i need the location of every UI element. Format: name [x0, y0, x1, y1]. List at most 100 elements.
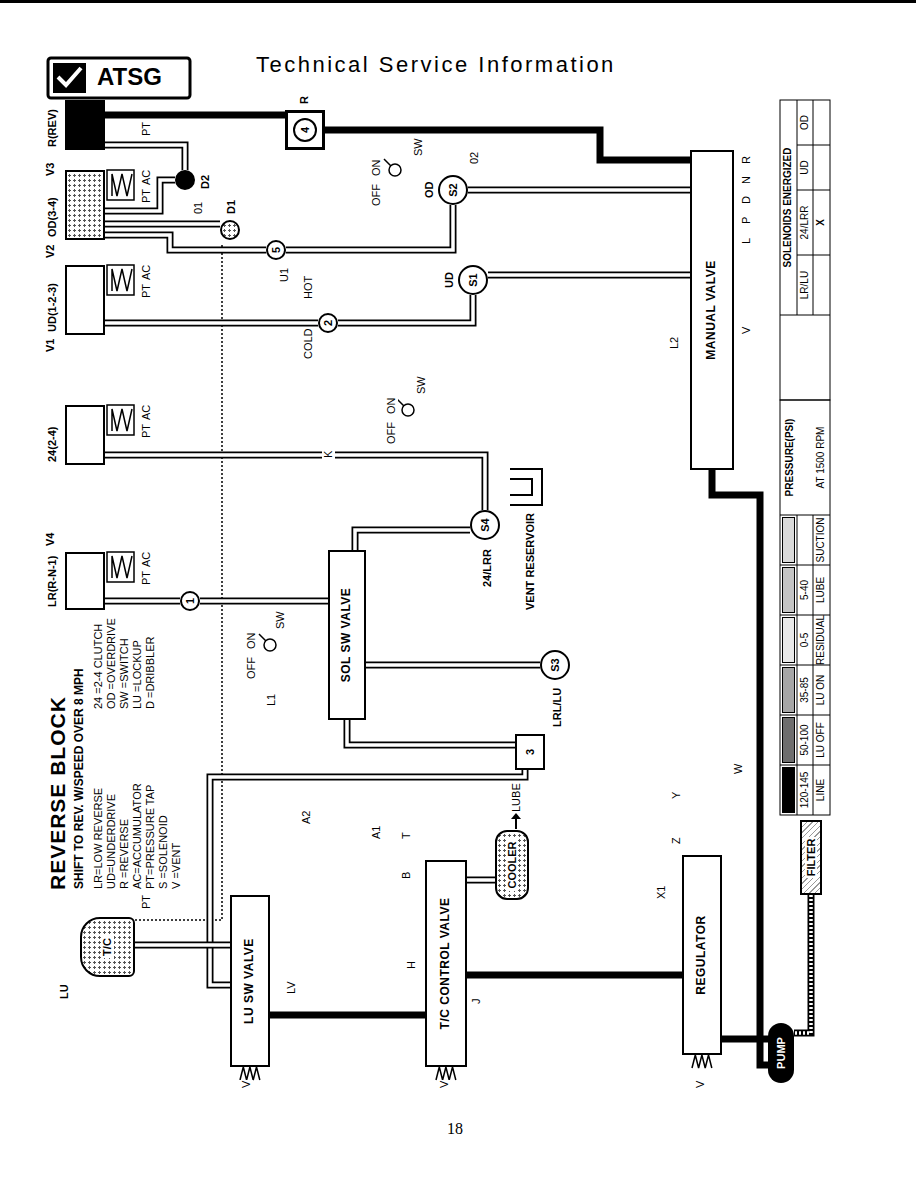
valve-body: SOL SW VALVE [328, 550, 366, 720]
passage-core [105, 599, 180, 603]
solenoid-table-frame [780, 100, 830, 400]
top-rule [0, 0, 916, 3]
legend-text: RESIDUAL [815, 615, 827, 665]
callout-label: PT [140, 894, 153, 910]
lube-arrow-head [511, 813, 521, 819]
fluid-passage [105, 235, 266, 250]
accumulator-spring [112, 174, 132, 196]
callout-label: AC [140, 551, 153, 568]
node-text: FILTER [805, 837, 818, 879]
passage-core [794, 895, 811, 1033]
abbreviation-key: LU =LOCKUP [131, 639, 144, 710]
node-heading: D2 [199, 174, 212, 190]
valve-body: REGULATOR [682, 855, 722, 1055]
node-text: S4 [479, 518, 492, 531]
node-text: PUMP [775, 1037, 788, 1069]
callout-label: PT [140, 121, 153, 137]
check-ball: 2 [318, 313, 338, 333]
dribbler-ball: D1 [220, 220, 240, 240]
clutch-piston: 24(2-4) [65, 405, 105, 465]
passage-casing [200, 598, 328, 605]
legend-swatch [782, 717, 795, 763]
fluid-passage [355, 530, 470, 550]
check-ball: 1 [180, 591, 200, 611]
header-text: ATSG [96, 63, 163, 91]
abbreviation-key: OD =OVERDRIVE [105, 617, 118, 710]
passage-core [366, 663, 540, 667]
passage-core [105, 321, 318, 325]
clutch-piston: LR(R-N-1) [65, 552, 105, 610]
passage-casing [135, 942, 230, 949]
fluid-passage [105, 455, 485, 510]
callout-label: Z [670, 836, 683, 845]
node-text: S2 [447, 183, 460, 196]
node-text: T/C CONTROL VALVE [439, 898, 453, 1030]
valve-body: T/C CONTROL VALVE [425, 860, 467, 1067]
legend-swatch [782, 767, 795, 813]
check-valve: 3 [515, 734, 545, 770]
fluid-passage [135, 945, 230, 946]
fluid-passage [366, 665, 540, 666]
clutch-piston: R(REV) [65, 100, 105, 150]
passage-casing [488, 272, 690, 279]
callout-label: AC [140, 404, 153, 421]
node-text: 4 [293, 118, 317, 142]
node-text: VENT RESERVOIR [524, 513, 537, 610]
passage-core [105, 145, 185, 170]
callout-label: L1 [265, 693, 278, 707]
callout-label: D [740, 195, 753, 205]
callout-label: ON [370, 159, 383, 178]
passage-core [355, 530, 470, 550]
legend-text: LU ON [815, 665, 827, 715]
table-cell: 50-100 [799, 715, 811, 765]
passage-casing [286, 205, 453, 250]
callout-label: V1 [44, 338, 57, 353]
fluid-passage [105, 323, 318, 324]
fluid-passage [286, 205, 453, 250]
legend-text: LINE [815, 765, 827, 815]
node-text: 3 [524, 749, 537, 755]
table-cell: PRESSURE(PSI) [784, 400, 796, 515]
fluid-passage [105, 145, 185, 170]
node-text: 5 [270, 247, 283, 253]
abbreviation-key: R =REVERSE [118, 818, 131, 890]
valve-spring [240, 1067, 260, 1080]
node-text: T/C [101, 936, 114, 958]
solenoid: S1UD [458, 265, 488, 295]
passage-casing [105, 235, 266, 250]
table-cell: OD [799, 100, 811, 145]
pressure-table-lines [780, 515, 830, 815]
legend-text: SUCTION [815, 515, 827, 565]
passage-casing [105, 598, 180, 605]
valve-body: LU SW VALVE [230, 895, 270, 1067]
node-text: LU SW VALVE [243, 938, 257, 1024]
legend-swatch [782, 517, 795, 563]
switch-lever [397, 399, 404, 406]
legend-swatch [782, 567, 795, 613]
diagram-title: REVERSE BLOCK [46, 696, 69, 890]
passage-casing [105, 145, 185, 170]
solenoid: S424/LRR [470, 510, 500, 540]
node-heading: OD(3-4) [46, 196, 59, 238]
callout-label: PT [140, 188, 153, 204]
rotated-sheet: REVERSE BLOCKSHIFT TO REV. W/SPEED OVER … [40, 95, 840, 1095]
callout-label: L [740, 237, 753, 245]
callout-label: COLD [302, 327, 315, 360]
node-text: COOLER [506, 839, 519, 890]
dribbler-ball: D2 [175, 170, 195, 190]
node-heading: R(REV) [46, 108, 59, 148]
callout-label: ON [245, 632, 258, 651]
callout-label: L2 [668, 336, 681, 350]
torque-converter: T/C [80, 917, 135, 977]
fluid-passage [105, 224, 220, 225]
passage-core [488, 273, 690, 277]
callout-label: 01 [192, 201, 205, 215]
table-cell: 120-145 [799, 765, 811, 815]
passage-core [105, 222, 220, 226]
callout-label: R [298, 95, 311, 105]
line-pressure-passage [467, 975, 682, 976]
callout-label: T [400, 831, 413, 840]
passage-core [135, 943, 230, 947]
callout-label: PT [140, 570, 153, 586]
node-text: MANUAL VALVE [705, 260, 719, 359]
